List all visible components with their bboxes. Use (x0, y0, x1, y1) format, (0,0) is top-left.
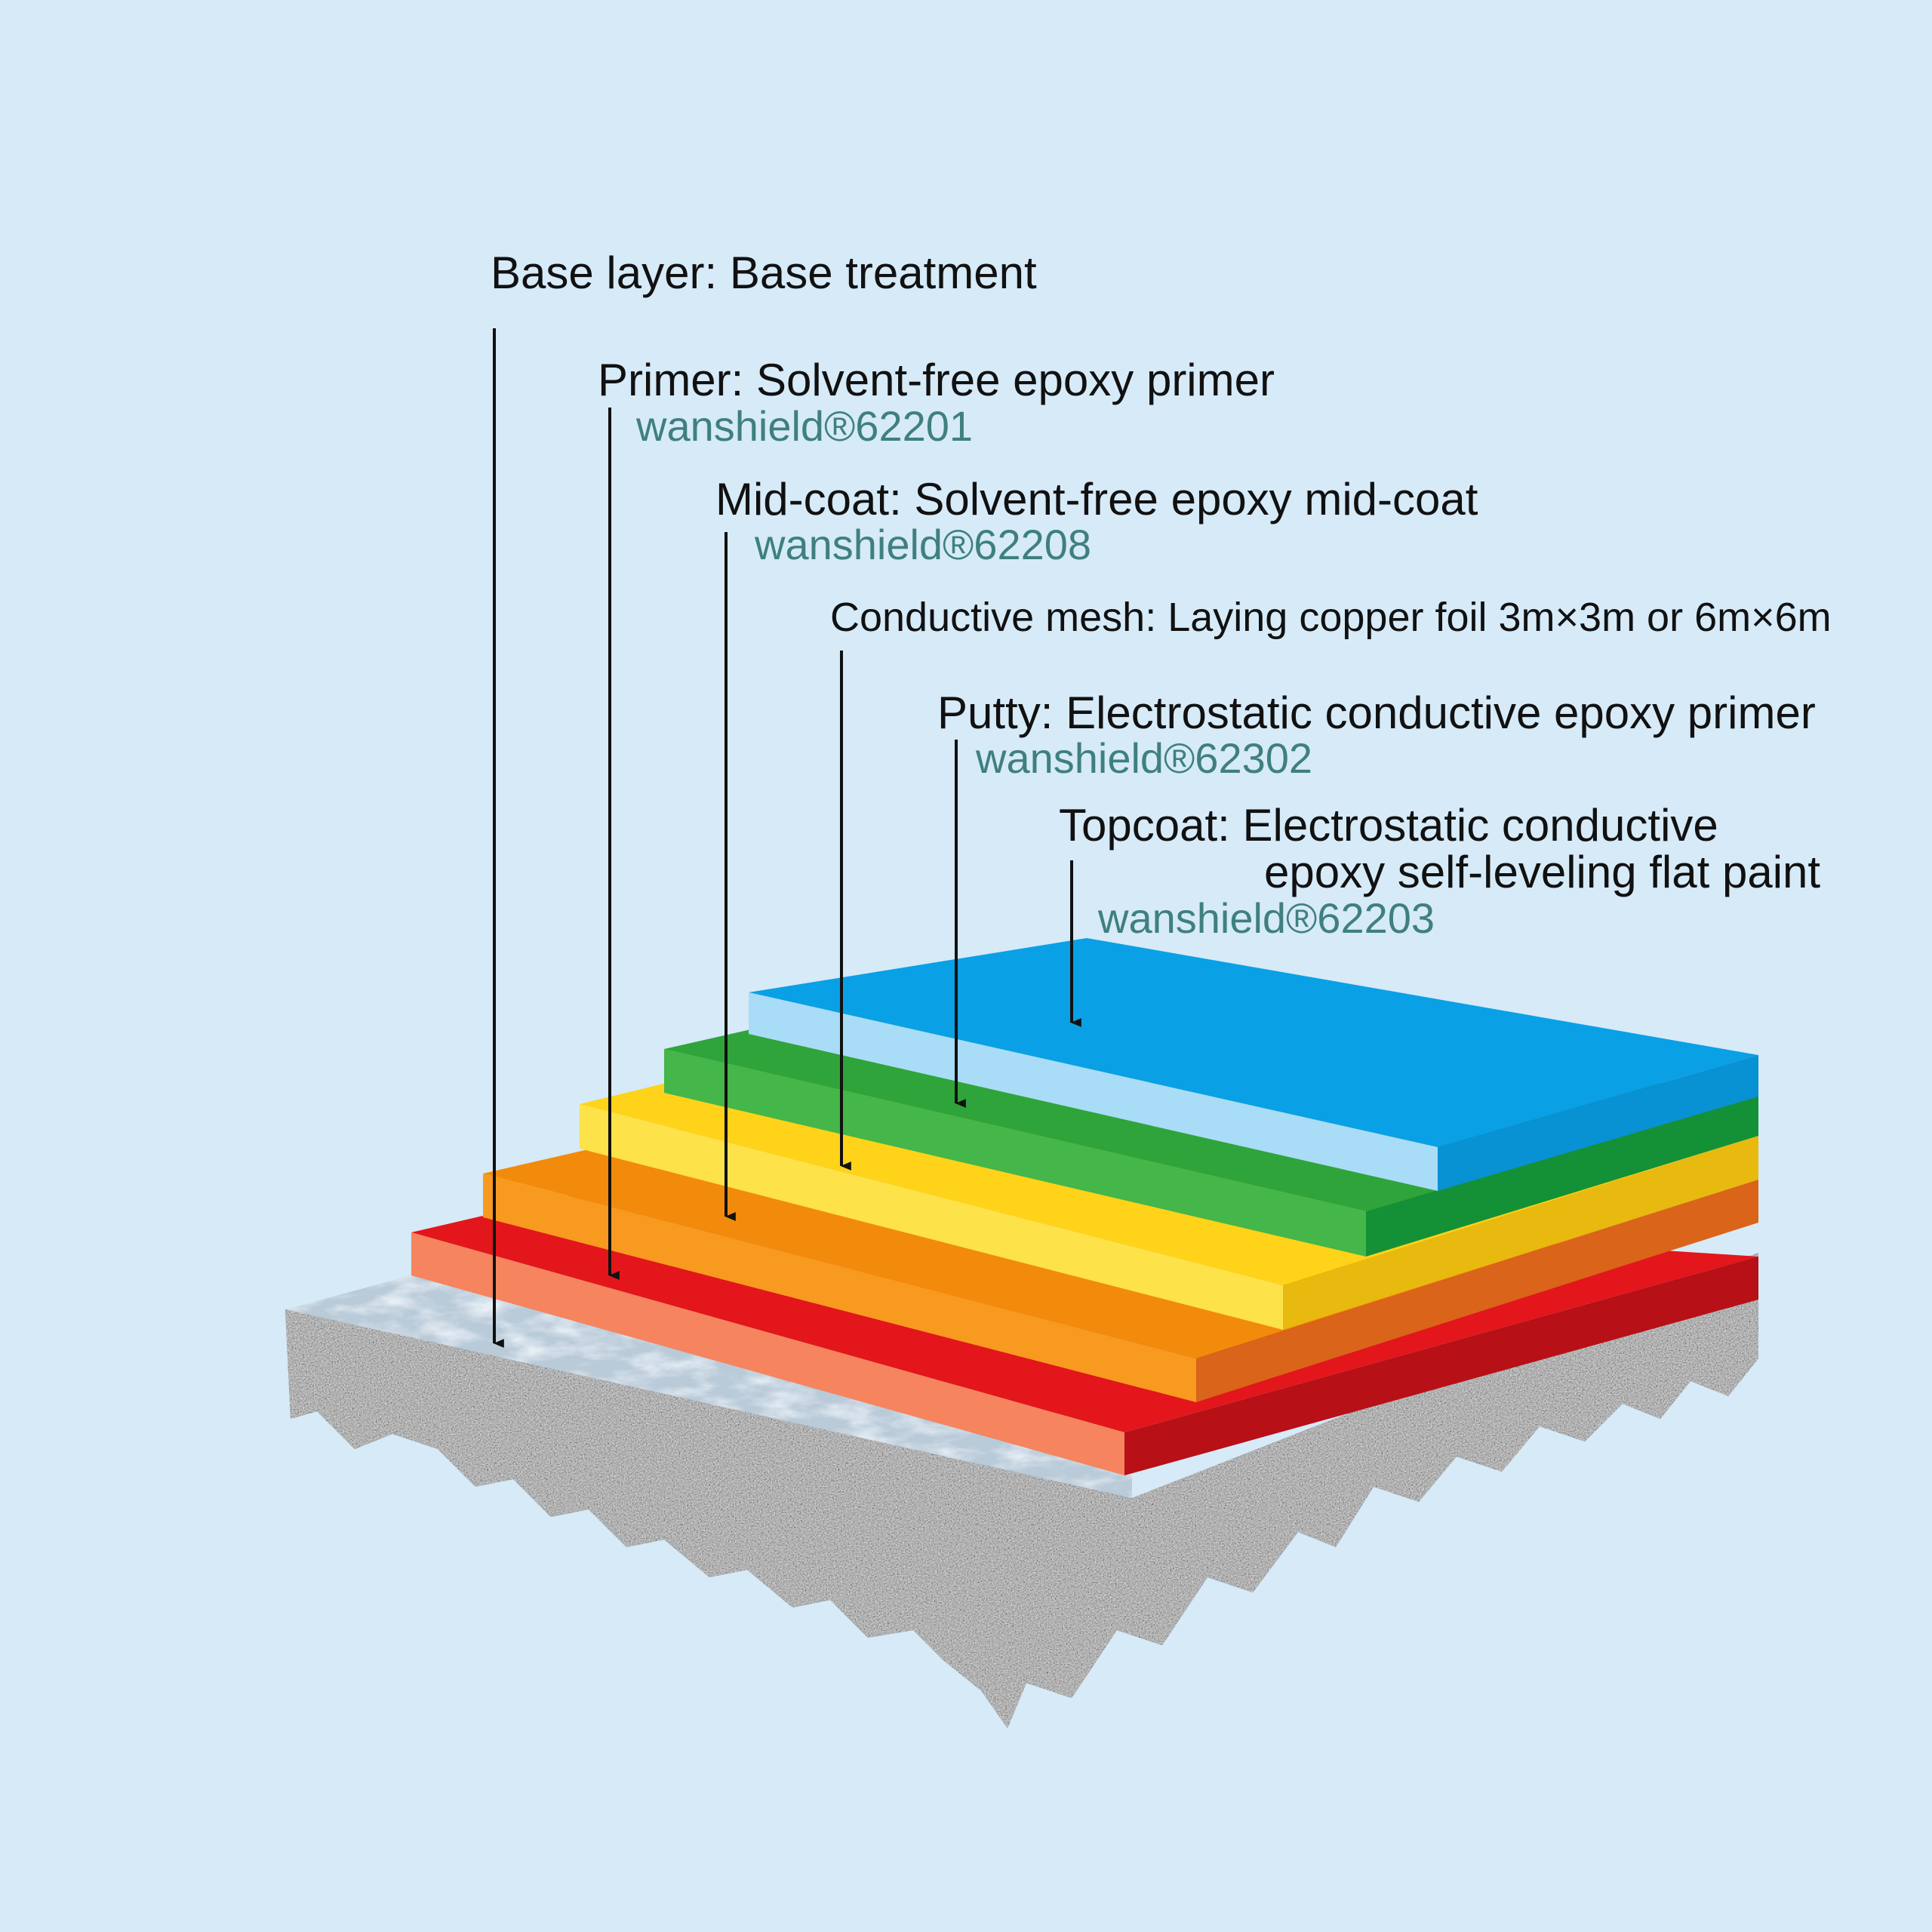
mesh-layer-side (1283, 1136, 1758, 1330)
midcoat-layer-side (1196, 1180, 1758, 1402)
base-concrete-slab (285, 1253, 1758, 1728)
putty-layer-side (1366, 1094, 1758, 1257)
topcoat-layer-front (749, 992, 1438, 1191)
topcoat-label-line2: epoxy self-leveling flat paint (1264, 847, 1821, 897)
primer-label: Primer: Solvent-free epoxy primer (598, 355, 1275, 405)
mesh-layer-front (580, 1104, 1283, 1330)
primer-product-code: wanshield®62201 (636, 402, 974, 450)
topcoat-layer (749, 938, 1758, 1191)
midcoat-product-code: wanshield®62208 (755, 521, 1092, 568)
putty-layer-front (664, 1049, 1366, 1257)
topcoat-layer-top (749, 938, 1758, 1147)
midcoat-layer-front (483, 1174, 1196, 1402)
putty-product-code: wanshield®62302 (976, 734, 1313, 782)
primer-layer-side (1124, 1257, 1758, 1475)
topcoat-product-code: wanshield®62203 (1098, 894, 1435, 942)
concrete-surface-texture (285, 1275, 1132, 1498)
topcoat-label-line1: Topcoat: Electrostatic conductive (1059, 800, 1718, 851)
putty-label: Putty: Electrostatic conductive epoxy pr… (937, 688, 1816, 738)
primer-layer-front (411, 1232, 1124, 1475)
topcoat-layer-side (1438, 1055, 1758, 1191)
concrete-texture (285, 1253, 1758, 1728)
midcoat-label: Mid-coat: Solvent-free epoxy mid-coat (715, 474, 1478, 525)
base-layer-label: Base layer: Base treatment (491, 248, 1037, 298)
leader-arrows (493, 328, 1081, 1348)
mesh-label: Conductive mesh: Laying copper foil 3m×3… (830, 595, 1832, 640)
